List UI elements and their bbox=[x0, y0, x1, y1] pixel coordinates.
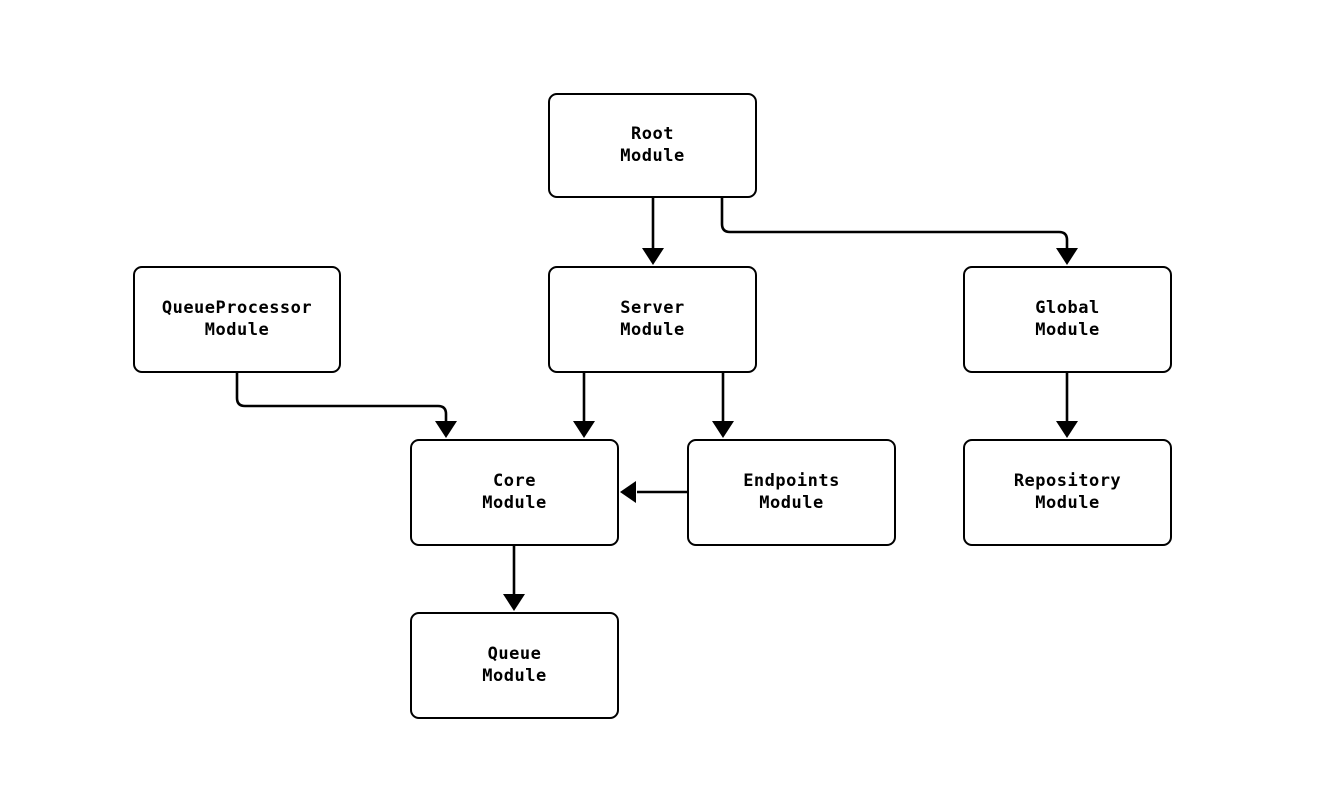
edge-server-to-core bbox=[573, 373, 595, 438]
node-label: Global bbox=[1035, 298, 1100, 318]
edge-endpoints-to-core bbox=[620, 481, 687, 503]
node-label: Module bbox=[620, 319, 685, 340]
edge-global-to-repository bbox=[1056, 373, 1078, 438]
node-label: Repository bbox=[1013, 471, 1122, 491]
node-label: Server bbox=[620, 298, 685, 318]
edge-core-to-queue bbox=[503, 546, 525, 611]
edge-root-to-global bbox=[720, 198, 1078, 265]
edge-server-to-endpoints bbox=[712, 373, 734, 438]
node-label: QueueProcessor bbox=[161, 298, 313, 318]
node-label: Module bbox=[204, 319, 270, 340]
node-label: Module bbox=[482, 665, 547, 686]
node-server-module: Server Module bbox=[548, 266, 757, 373]
node-root-module: Root Module bbox=[548, 93, 757, 198]
edge-root-to-server bbox=[642, 198, 664, 265]
node-queue-module: Queue Module bbox=[410, 612, 619, 719]
node-label: Module bbox=[1035, 492, 1100, 513]
edge-queueprocessor-to-core bbox=[235, 373, 457, 438]
node-label: Module bbox=[482, 492, 547, 513]
node-label: Module bbox=[1035, 319, 1100, 340]
node-global-module: Global Module bbox=[963, 266, 1172, 373]
node-label: Core bbox=[493, 471, 536, 491]
node-endpoints-module: Endpoints Module bbox=[687, 439, 896, 546]
node-label: Module bbox=[620, 145, 685, 166]
node-label: Root bbox=[631, 124, 674, 144]
node-queueprocessor-module: QueueProcessor Module bbox=[133, 266, 341, 373]
node-label: Module bbox=[759, 492, 824, 513]
node-label: Endpoints bbox=[743, 471, 840, 491]
node-core-module: Core Module bbox=[410, 439, 619, 546]
node-label: Queue bbox=[487, 644, 542, 664]
node-repository-module: Repository Module bbox=[963, 439, 1172, 546]
